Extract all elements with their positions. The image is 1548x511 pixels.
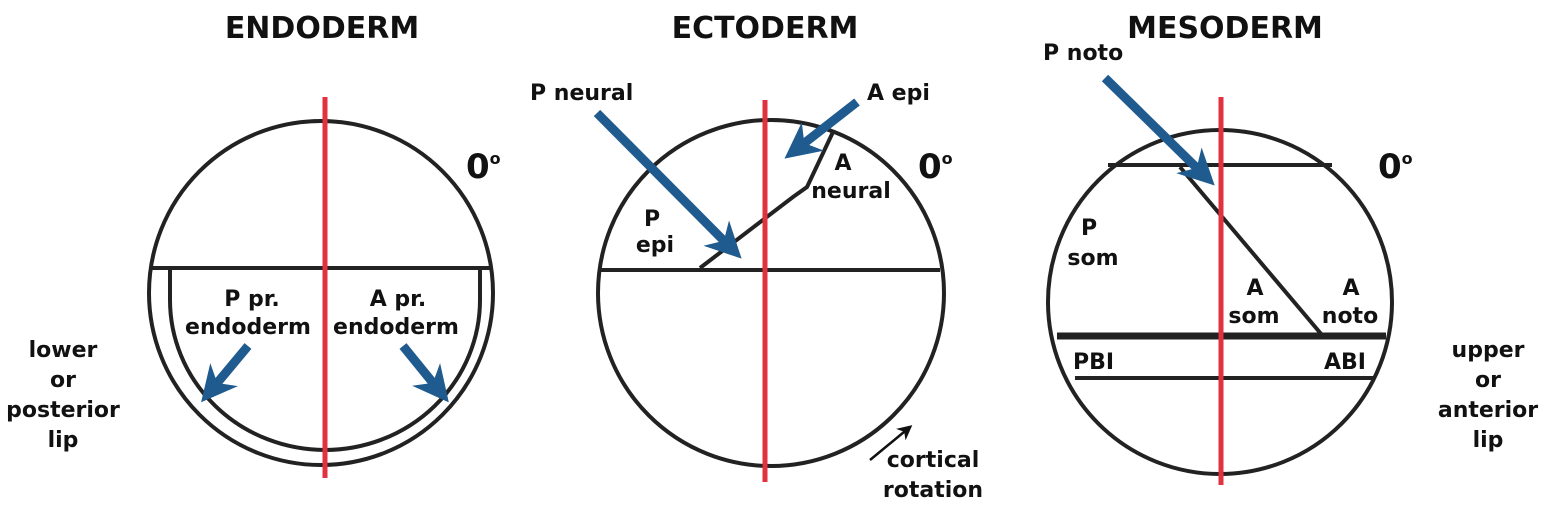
svg-text:lower: lower (29, 338, 98, 363)
anterior-lip-label: upper or anterior lip (1438, 338, 1538, 453)
svg-text:upper: upper (1452, 338, 1525, 363)
a-neural-label-2: neural (811, 179, 890, 204)
p-noto-arrow-icon (1101, 74, 1215, 186)
embryo-outline (596, 118, 946, 468)
a-som-label-1: A (1246, 276, 1263, 301)
a-som-label-2: som (1228, 304, 1279, 329)
svg-text:lip: lip (48, 428, 79, 453)
noto-som-boundary (1178, 165, 1324, 337)
p-epi-label-1: P (644, 207, 660, 232)
a-endoderm-arrow-icon (399, 343, 449, 403)
cortical-label: cortical (887, 448, 980, 473)
p-neural-label: P neural (530, 81, 633, 106)
degree-label: 0o (918, 147, 953, 187)
embryo-outline (147, 119, 495, 467)
mesoderm-title: MESODERM (1127, 11, 1323, 46)
svg-text:or: or (1475, 368, 1501, 393)
p-pr-label-1: P pr. (224, 287, 280, 312)
a-epi-label: A epi (867, 81, 930, 106)
a-neural-label-1: A (834, 151, 851, 176)
ectoderm-panel: ECTODERM P neural A epi A neural P epi 0… (530, 11, 983, 503)
p-endoderm-arrow-icon (201, 343, 252, 403)
neural-epi-boundary (698, 131, 835, 270)
svg-text:or: or (50, 368, 76, 393)
degree-label: 0o (1378, 147, 1413, 187)
p-som-label-1: P (1081, 216, 1097, 241)
a-noto-label-2: noto (1322, 304, 1378, 329)
rotation-label: rotation (883, 478, 983, 503)
abi-label: ABI (1324, 350, 1366, 375)
a-pr-label-1: A pr. (370, 287, 427, 312)
svg-text:posterior: posterior (6, 398, 120, 423)
a-epi-arrow-icon (784, 98, 860, 159)
p-noto-label: P noto (1043, 41, 1123, 66)
posterior-lip-label: lower or posterior lip (6, 338, 120, 453)
mesoderm-panel: MESODERM P noto 0o P som A som A noto PB… (1043, 11, 1538, 485)
pbi-label: PBI (1073, 350, 1114, 375)
cortical-rotation-arrow-icon (869, 425, 913, 461)
ectoderm-title: ECTODERM (672, 11, 859, 46)
endoderm-panel: ENDODERM 0o P pr. endoderm A pr. endoder… (6, 11, 501, 478)
p-neural-arrow-icon (593, 109, 742, 259)
p-epi-label-2: epi (636, 233, 674, 258)
degree-label: 0o (466, 147, 501, 187)
svg-text:anterior: anterior (1438, 398, 1538, 423)
p-pr-label-2: endoderm (185, 315, 311, 340)
p-som-label-2: som (1067, 246, 1118, 271)
a-noto-label-1: A (1342, 276, 1359, 301)
endoderm-title: ENDODERM (225, 11, 419, 46)
svg-text:lip: lip (1473, 428, 1504, 453)
a-pr-label-2: endoderm (333, 315, 459, 340)
